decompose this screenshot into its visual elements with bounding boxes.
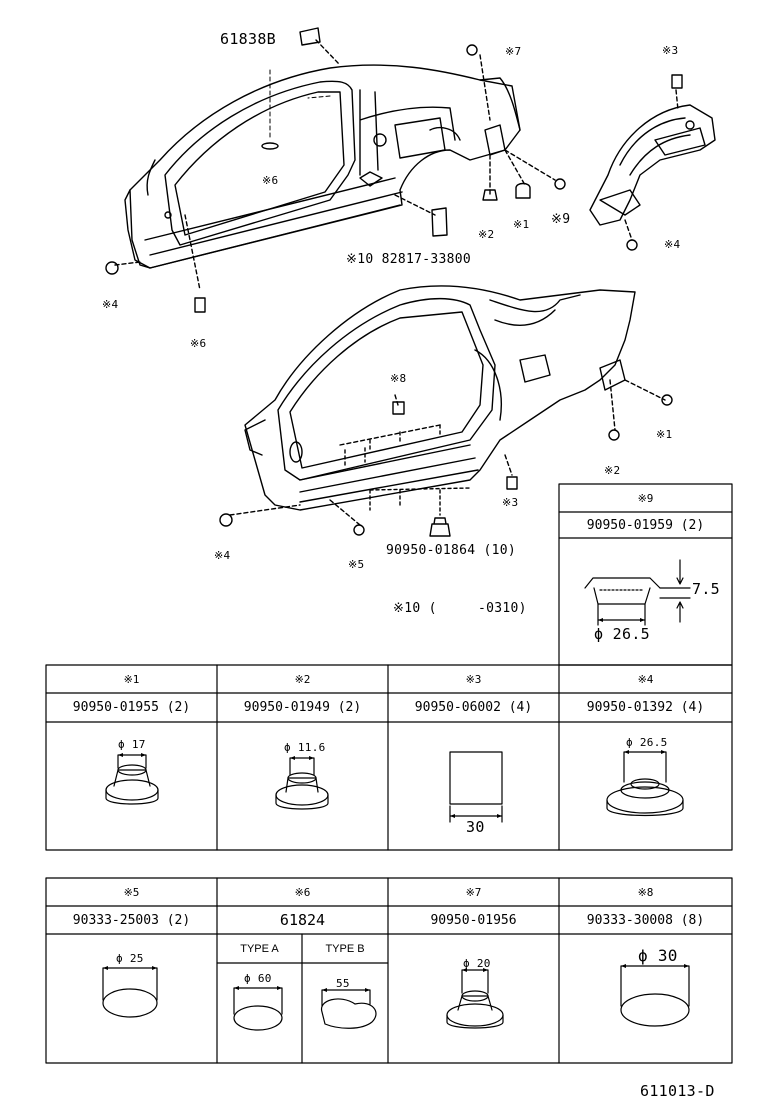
part-61838b-label: 61838B <box>220 30 276 48</box>
row2-dim-5: ϕ 25 <box>116 952 144 965</box>
note3-upper-label: ※3 <box>662 44 679 57</box>
box9-dim-height: 7.5 <box>692 580 720 598</box>
row1-dim-2: ϕ 11.6 <box>284 741 326 754</box>
row2-note-8: ※8 <box>637 885 654 899</box>
row2-dim-8: ϕ 30 <box>638 946 678 965</box>
row2-note-7: ※7 <box>465 885 482 899</box>
row2-type-a: TYPE A <box>240 942 279 955</box>
note2-upper-label: ※2 <box>478 228 495 241</box>
row2-note-5: ※5 <box>123 885 140 899</box>
note10-part-label: ※10 82817-33800 <box>346 252 471 267</box>
clip-part-label: 90950-01864 (10) <box>386 543 517 558</box>
note4-upper-left-label: ※4 <box>102 298 119 311</box>
row2-part-5: 90333-25003 (2) <box>72 912 191 928</box>
row2-part-8: 90333-30008 (8) <box>586 912 705 928</box>
upper-small-parts <box>105 27 566 313</box>
note1-mid-label: ※1 <box>656 428 673 441</box>
row2-part-6: 61824 <box>279 911 326 929</box>
row1-dim-4: ϕ 26.5 <box>626 736 668 749</box>
row1-dim-1: ϕ 17 <box>118 738 146 751</box>
lower-small-parts <box>219 394 673 537</box>
note3-mid-label: ※3 <box>502 496 519 509</box>
row1-note-3: ※3 <box>465 672 482 686</box>
row1-part-4: 90950-01392 (4) <box>586 700 705 715</box>
row2-dim-6a: ϕ 60 <box>244 972 272 985</box>
row1-note-4: ※4 <box>637 672 654 686</box>
row1-note-1: ※1 <box>123 672 140 686</box>
note5-mid-label: ※5 <box>348 558 365 571</box>
note6-left-label: ※6 <box>190 337 207 350</box>
inner-wheelhouse-panel <box>589 74 716 251</box>
note2-mid-label: ※2 <box>604 464 621 477</box>
row2-dim-7: ϕ 20 <box>463 957 491 970</box>
table-row1-frame <box>45 664 733 851</box>
row1-note-2: ※2 <box>294 672 311 686</box>
note7-upper-label: ※7 <box>505 45 522 58</box>
row1-part-2: 90950-01949 (2) <box>243 700 362 715</box>
note10-range-suffix: -0310) <box>478 601 527 616</box>
row2-note-6: ※6 <box>294 885 311 899</box>
upper-side-panel <box>114 39 556 291</box>
note8-mid-label: ※8 <box>390 372 407 385</box>
row2-type-b: TYPE B <box>325 942 365 955</box>
box9-dim-diameter: ϕ 26.5 <box>594 625 650 643</box>
note4-mid-label: ※4 <box>214 549 231 562</box>
row1-dim-3: 30 <box>466 818 485 836</box>
figure-code: 611013-D <box>640 1082 715 1100</box>
note6-upper-label: ※6 <box>262 174 279 187</box>
box9-part-number: 90950-01959 (2) <box>586 517 705 533</box>
note1-upper-label: ※1 <box>513 218 530 231</box>
row2-part-7: 90950-01956 <box>430 912 517 928</box>
row1-part-1: 90950-01955 (2) <box>72 700 191 715</box>
note9-upper-label: ※9 <box>551 212 571 227</box>
box9-header: ※9 <box>637 491 654 505</box>
note4-upper-right-label: ※4 <box>664 238 681 251</box>
row2-dim-6b: 55 <box>336 977 350 990</box>
lower-side-panel <box>229 285 666 526</box>
row1-part-3: 90950-06002 (4) <box>414 700 533 715</box>
table-row2-frame <box>45 877 733 1064</box>
note10-range-prefix: ※10 ( <box>393 601 437 616</box>
